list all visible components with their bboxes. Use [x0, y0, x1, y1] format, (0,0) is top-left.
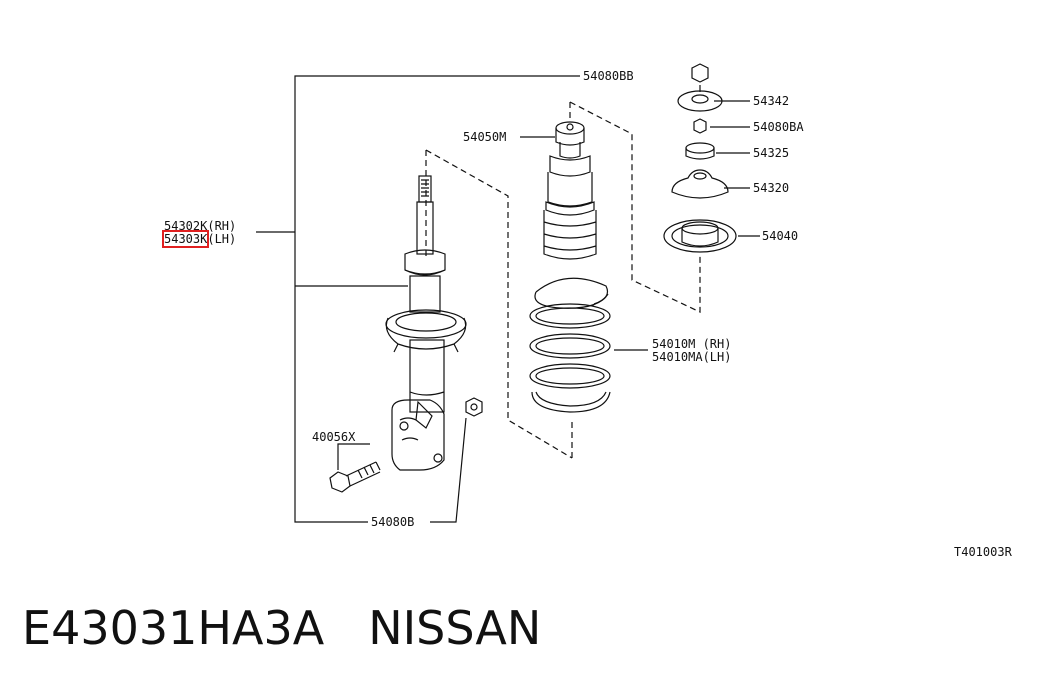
label-54080ba: 54080BA — [753, 120, 804, 134]
highlighted-part-code: 54303K — [161, 230, 210, 248]
lh-suffix: (LH) — [207, 232, 237, 246]
coil-spring-part — [529, 277, 611, 413]
bound-bumper-part — [543, 121, 597, 260]
dashed-guides — [425, 101, 701, 459]
label-40056x: 40056X — [312, 430, 356, 444]
brand-name: NISSAN — [368, 601, 542, 655]
label-54080bb: 54080BB — [583, 69, 634, 83]
label-54342: 54342 — [753, 94, 790, 108]
label-54080b: 54080B — [371, 515, 415, 529]
lower-nut-part — [465, 397, 483, 417]
strut-assembly — [385, 175, 467, 471]
label-54320: 54320 — [753, 181, 790, 195]
diagram-code: T401003R — [954, 545, 1012, 559]
bolt-part — [329, 461, 381, 493]
part-number: E43031HA3A — [22, 601, 325, 655]
label-54325: 54325 — [753, 146, 790, 160]
label-54303k-lh: 54303K(LH) — [161, 230, 237, 248]
top-mount-stack — [663, 63, 737, 253]
label-54050m: 54050M — [463, 130, 507, 144]
label-54040: 54040 — [762, 229, 799, 243]
label-54010m-rh: 54010M (RH) — [652, 337, 732, 351]
footer-caption: E43031HA3A NISSAN — [22, 600, 541, 656]
label-54302k-rh: 54302K(RH) — [164, 219, 237, 233]
leader-lines — [256, 75, 760, 523]
label-54010ma-lh: 54010MA(LH) — [652, 350, 732, 364]
